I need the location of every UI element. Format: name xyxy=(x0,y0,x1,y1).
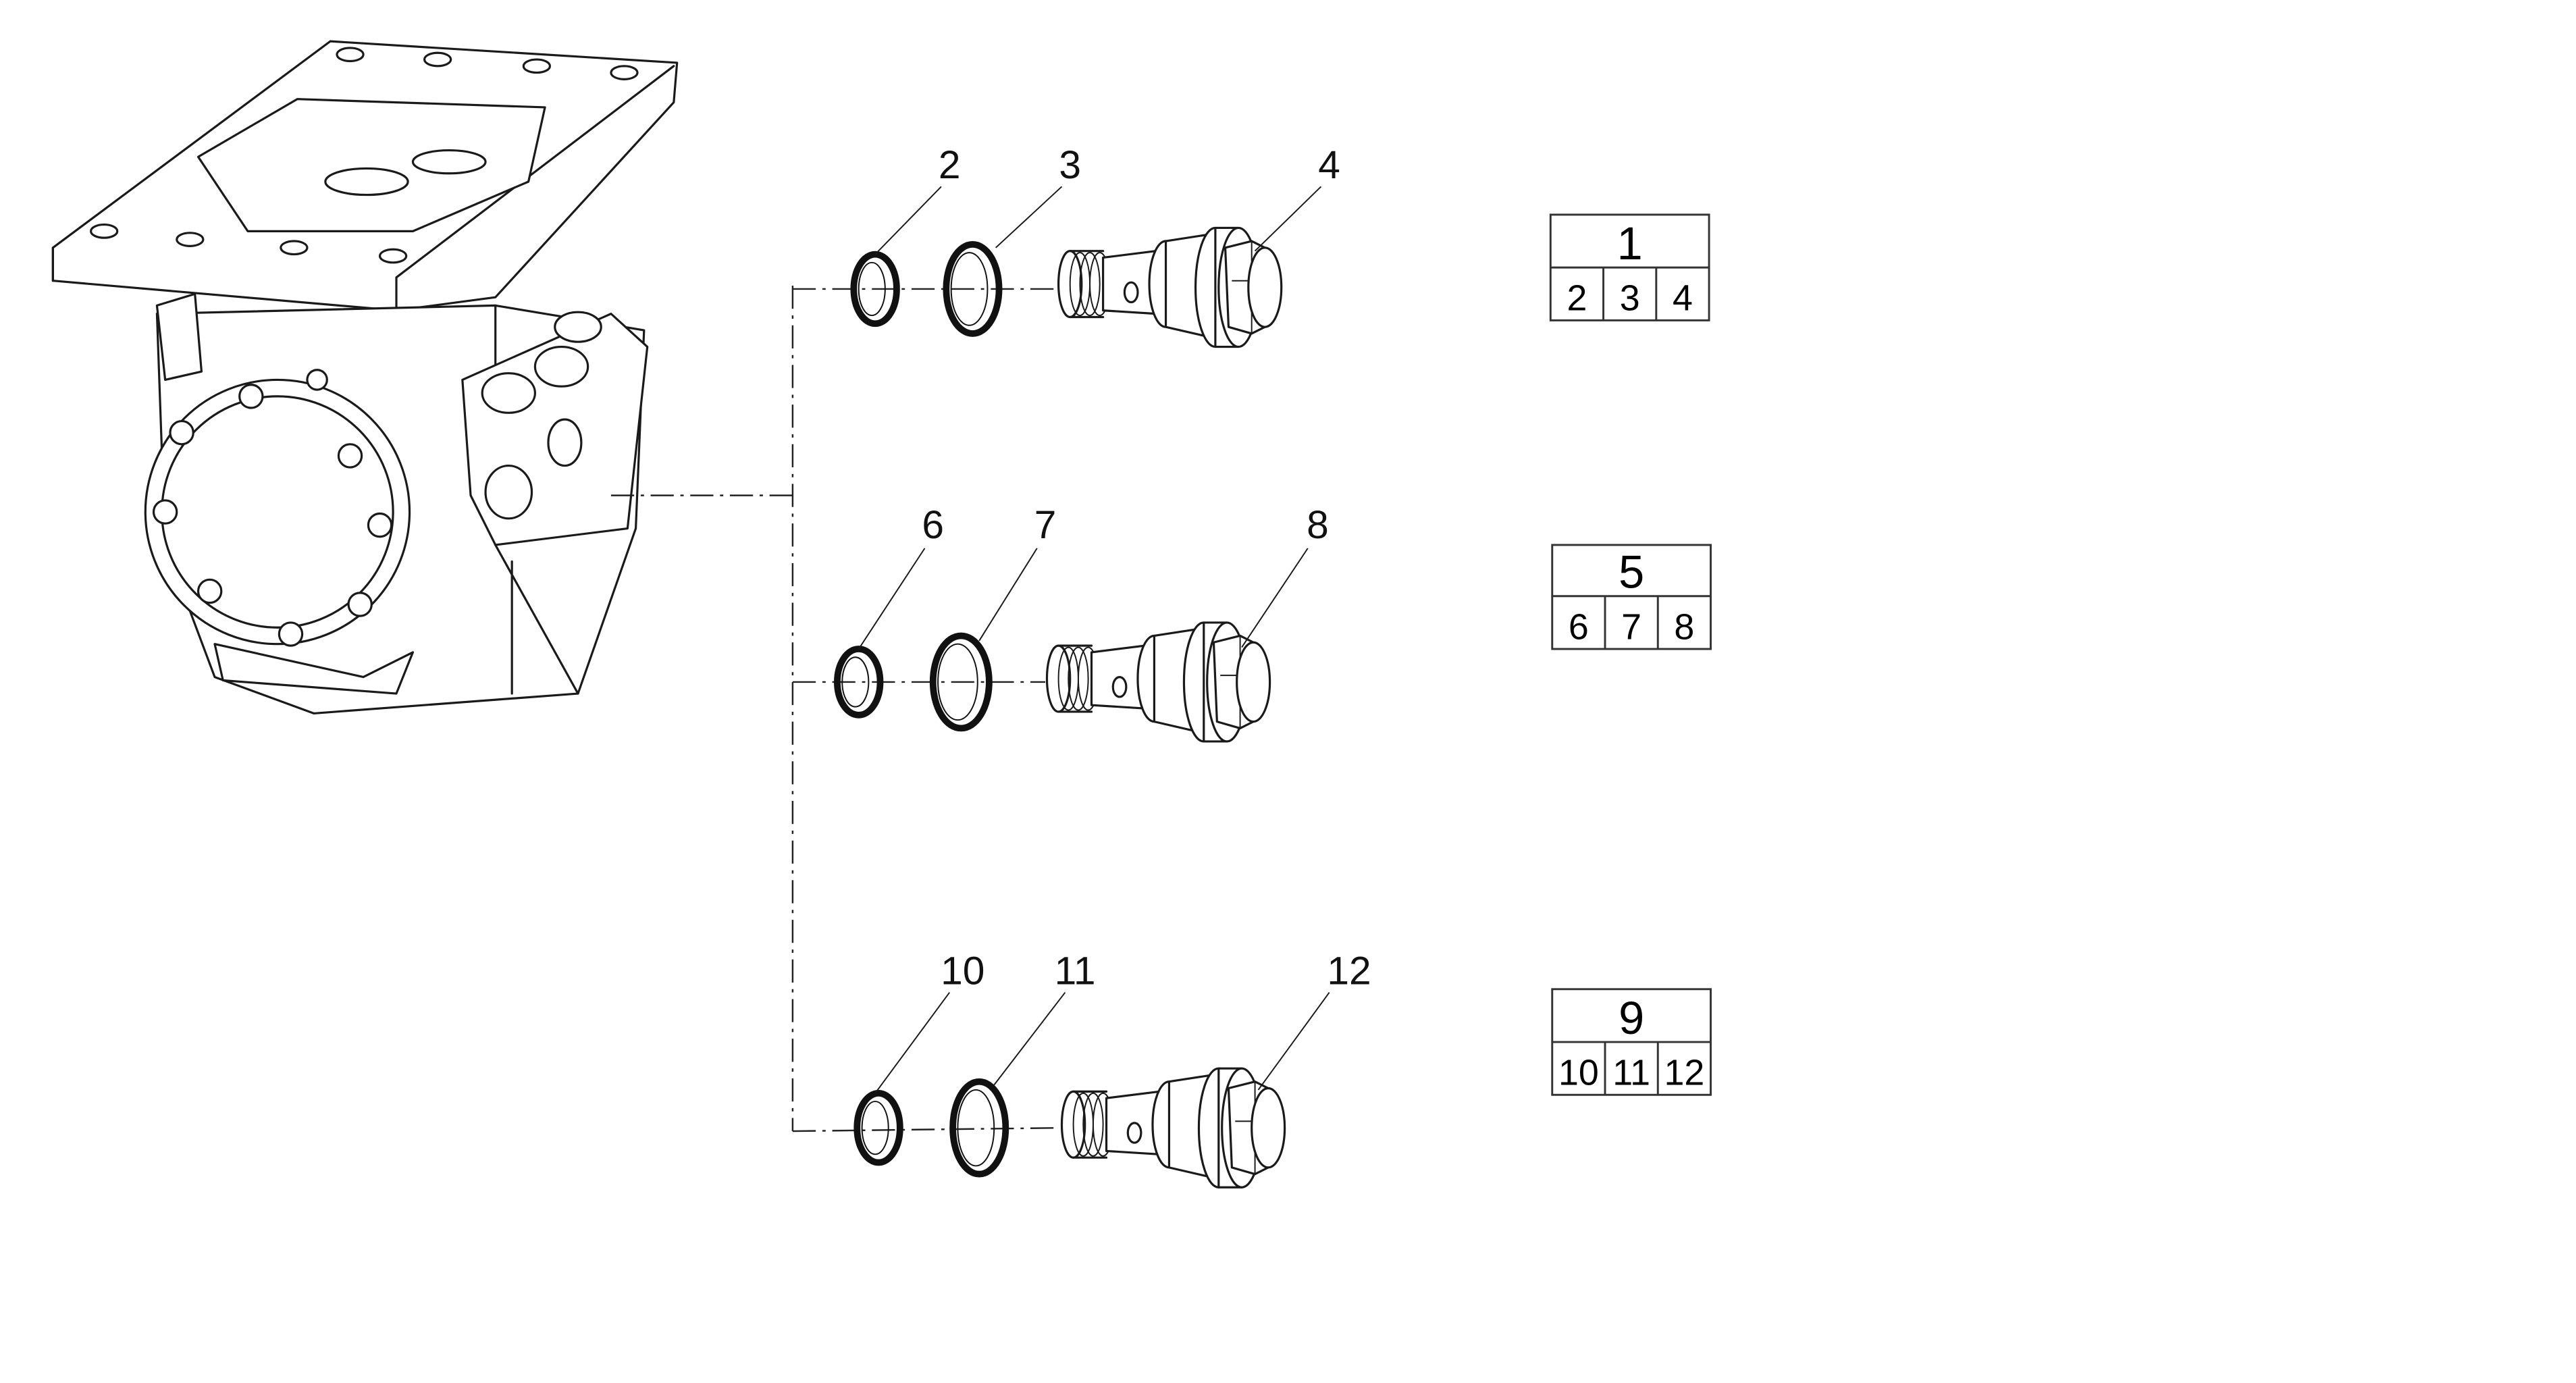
kit-table-9: 9 10 11 12 xyxy=(1551,988,1712,1096)
kit-part: 2 xyxy=(1567,278,1587,319)
callout-4: 4 xyxy=(1318,143,1340,187)
callout-2: 2 xyxy=(939,143,961,187)
dash-dot-leader-lines xyxy=(610,286,1061,1132)
kit-table-5: 5 6 7 8 xyxy=(1551,544,1712,650)
kit-number: 1 xyxy=(1617,217,1643,269)
relief-valve-8 xyxy=(1045,621,1271,743)
relief-valve-4 xyxy=(1057,226,1283,348)
o-ring-11 xyxy=(949,1078,1009,1178)
kit-part: 12 xyxy=(1664,1053,1704,1093)
end-cover xyxy=(144,369,411,647)
kit-number: 5 xyxy=(1619,546,1644,598)
callout-12: 12 xyxy=(1327,949,1371,993)
valve-ports xyxy=(461,311,649,546)
callout-7: 7 xyxy=(1034,503,1057,547)
kit-part: 6 xyxy=(1569,606,1589,647)
kit-part: 4 xyxy=(1673,278,1693,319)
flange-bolt-holes xyxy=(90,47,639,264)
kit-part: 7 xyxy=(1621,606,1641,647)
callout-leaders-row3 xyxy=(874,992,1330,1094)
callout-leaders-row2 xyxy=(858,548,1309,650)
kit-part: 8 xyxy=(1674,606,1694,647)
o-ring-10 xyxy=(853,1089,903,1166)
callout-11: 11 xyxy=(1055,949,1096,993)
callout-3: 3 xyxy=(1059,143,1081,187)
kit-table-1: 1 2 3 4 xyxy=(1549,213,1710,321)
callout-10: 10 xyxy=(941,949,984,993)
o-ring-7 xyxy=(929,632,993,732)
callout-leaders-row1 xyxy=(874,186,1322,255)
kit-part: 3 xyxy=(1620,278,1640,319)
relief-valve-12 xyxy=(1060,1067,1286,1189)
kit-number: 9 xyxy=(1619,992,1644,1044)
kit-part: 11 xyxy=(1612,1053,1650,1093)
callout-8: 8 xyxy=(1307,503,1329,547)
o-ring-3 xyxy=(943,241,1003,337)
callout-6: 6 xyxy=(922,503,944,547)
hydraulic-motor-housing xyxy=(51,40,679,714)
kit-part: 10 xyxy=(1558,1053,1599,1093)
